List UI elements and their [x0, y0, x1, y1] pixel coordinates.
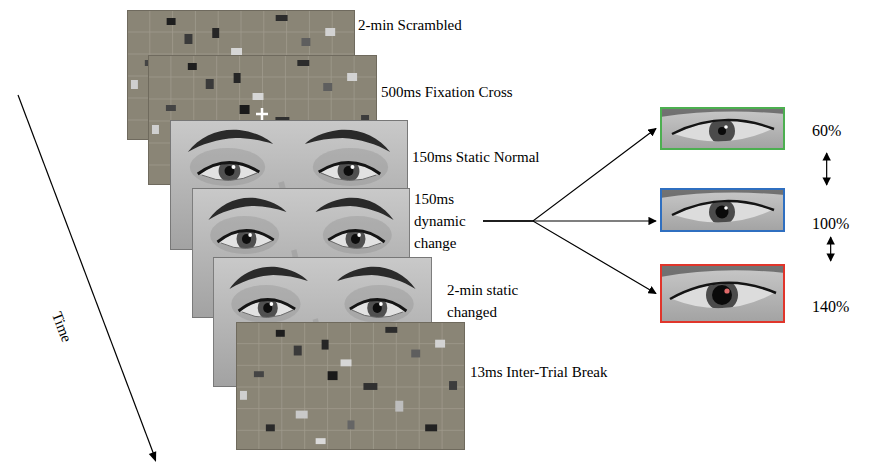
percent-label: 60%	[812, 121, 841, 141]
frame-label: 150ms Static Normal	[412, 146, 540, 168]
stimulus-frame: 500ms Fixation Cross	[148, 55, 513, 185]
flow-arrow	[483, 129, 656, 222]
double-arrow	[826, 153, 827, 185]
eye-closeup	[660, 107, 785, 150]
frame-label: 500ms Fixation Cross	[381, 81, 513, 103]
percent-label: 100%	[812, 214, 849, 234]
frame-label: 2-min static changed	[447, 279, 535, 323]
stimulus-frame: 150ms dynamic change	[192, 188, 478, 318]
eye-closeup	[660, 188, 785, 232]
pupil-condition-box: 140%	[660, 264, 849, 323]
axis-label: Time	[48, 309, 76, 345]
stimulus-frame: 13ms Inter-Trial Break	[236, 322, 607, 450]
frame-label: 13ms Inter-Trial Break	[470, 361, 607, 383]
pupil-condition-box: 100%	[660, 188, 849, 234]
double-arrow	[830, 237, 831, 261]
fixation-cross	[256, 108, 268, 120]
time-arrow	[18, 95, 156, 462]
frame-label: 2-min Scrambled	[358, 14, 462, 36]
eye-closeup	[660, 264, 785, 323]
frame-label: 150ms dynamic change	[414, 188, 478, 254]
pupil-condition-box: 60%	[660, 107, 841, 150]
stimulus-frame: 150ms Static Normal	[170, 120, 540, 250]
scrambled-frame	[236, 322, 465, 450]
stimulus-frame: 2-min Scrambled	[127, 10, 462, 140]
percent-label: 140%	[812, 297, 849, 317]
